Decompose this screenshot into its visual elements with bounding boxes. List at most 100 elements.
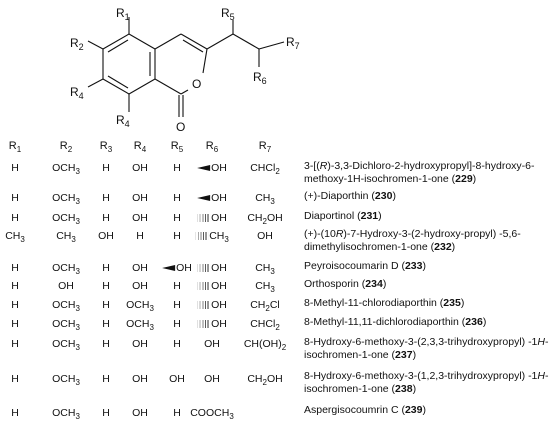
compound-name: Peyroisocoumarin D (233): [304, 260, 426, 272]
cell-r3: OH: [98, 230, 114, 242]
hashed-bond-icon: [197, 282, 211, 291]
cell-r2: OCH3: [52, 262, 80, 277]
cell-r7: OH: [257, 230, 273, 242]
cell-r5: OH: [162, 262, 192, 274]
cell-r2: OCH3: [52, 299, 80, 314]
cell-r4: OH: [132, 192, 148, 204]
compound-name: 8-Methyl-11,11-dichlorodiaporthin (236): [304, 316, 487, 328]
cell-r5: H: [173, 212, 181, 224]
r5-label: R5: [221, 6, 235, 22]
r1-label: R1: [116, 6, 130, 22]
cell-r1: H: [11, 262, 19, 274]
cell-r6: OH: [204, 373, 220, 385]
cell-r5: OH: [169, 373, 185, 385]
cell-r4: OH: [132, 280, 148, 292]
cell-r1: CH3: [5, 230, 25, 245]
cell-r6: OH: [197, 212, 227, 224]
cell-r3: H: [102, 162, 110, 174]
cell-r1: H: [11, 373, 19, 385]
compound-name: Orthosporin (234): [304, 278, 387, 290]
cell-r6: OH: [204, 338, 220, 350]
r4-label-b: R4: [116, 113, 130, 129]
cell-r6: CH3: [195, 230, 229, 246]
cell-r2: OCH3: [52, 212, 80, 227]
cell-r2: OCH3: [52, 407, 80, 422]
wedge-bond-icon: [162, 265, 176, 272]
cell-r7: CHCl2: [250, 162, 280, 177]
cell-r2: OCH3: [52, 162, 80, 177]
compound-name: 8-Hydroxy-6-methoxy-3-(2,3,3-trihydroxyp…: [304, 336, 549, 361]
cell-r3: H: [102, 299, 110, 311]
hashed-bond-icon: [197, 214, 211, 223]
compound-name: 8-Hydroxy-6-methoxy-3-(1,2,3-trihydroxyp…: [304, 370, 549, 395]
cell-r6: COOCH3: [190, 407, 234, 422]
wedge-bond-icon: [197, 165, 211, 172]
cell-r7: CH3: [255, 192, 275, 207]
cell-r3: H: [102, 407, 110, 419]
cell-r3: H: [102, 373, 110, 385]
header-r3: R3: [99, 140, 113, 155]
cell-r6: OH: [197, 299, 227, 311]
compound-name: (+)-Diaporthin (230): [304, 190, 396, 202]
cell-r5: H: [173, 299, 181, 311]
cell-r4: OCH3: [126, 318, 154, 333]
cell-r3: H: [102, 338, 110, 350]
hashed-bond-icon: [197, 301, 211, 310]
cell-r6: OH: [197, 162, 227, 174]
cell-r6: OH: [197, 318, 227, 330]
cell-r4: OH: [132, 407, 148, 419]
header-r5: R5: [170, 140, 184, 155]
r7-label: R7: [286, 35, 300, 51]
cell-r2: CH3: [56, 230, 76, 245]
cell-r1: H: [11, 338, 19, 350]
cell-r2: OCH3: [52, 338, 80, 353]
isocoumarin-core-structure: R1 R2 R4 R4 R5 R6 R7 O O: [70, 6, 300, 134]
cell-r6: OH: [197, 280, 227, 292]
cell-r5: H: [173, 318, 181, 330]
cell-r3: H: [102, 192, 110, 204]
structure-bonds: [87, 17, 285, 117]
header-r6: R6: [205, 140, 219, 155]
cell-r7: CH(OH)2: [243, 338, 287, 353]
hashed-bond-icon: [195, 232, 209, 241]
header-r1: R1: [8, 140, 22, 155]
cell-r1: H: [11, 407, 19, 419]
cell-r6: OH: [197, 262, 227, 274]
compound-name: (+)-(10R)-7-Hydroxy-3-(2-hydroxy-propyl)…: [304, 228, 521, 253]
cell-r5: H: [173, 338, 181, 350]
compound-name: 3-[(R)-3,3-Dichloro-2-hydroxypropyl]-8-h…: [304, 160, 535, 185]
cell-r7: CH3: [255, 262, 275, 277]
r6-label: R6: [253, 70, 267, 86]
cell-r5: H: [173, 230, 181, 242]
cell-r2: OH: [58, 280, 74, 292]
cell-r4: H: [136, 230, 144, 242]
cell-r7: CH2Cl: [250, 299, 280, 314]
cell-r4: OH: [132, 212, 148, 224]
cell-r4: OH: [132, 338, 148, 350]
cell-r4: OCH3: [126, 299, 154, 314]
cell-r2: OCH3: [52, 318, 80, 333]
cell-r3: H: [102, 318, 110, 330]
cell-r3: H: [102, 280, 110, 292]
hashed-bond-icon: [197, 320, 211, 329]
cell-r5: H: [173, 407, 181, 419]
hashed-bond-icon: [197, 264, 211, 273]
cell-r1: H: [11, 162, 19, 174]
header-r7: R7: [258, 140, 272, 155]
compound-name: Diaportinol (231): [304, 210, 382, 222]
cell-r4: OH: [132, 262, 148, 274]
cell-r1: H: [11, 299, 19, 311]
cell-r2: OCH3: [52, 373, 80, 388]
cell-r4: OH: [132, 162, 148, 174]
cell-r3: H: [102, 262, 110, 274]
cell-r4: OH: [132, 373, 148, 385]
cell-r2: OCH3: [52, 192, 80, 207]
cell-r1: H: [11, 192, 19, 204]
cell-r6: OH: [197, 192, 227, 204]
compound-name: 8-Methyl-11-chlorodiaporthin (235): [304, 297, 465, 309]
ring-oxygen-label: O: [192, 77, 201, 91]
cell-r5: H: [173, 192, 181, 204]
cell-r1: H: [11, 280, 19, 292]
r4-label-a: R4: [70, 85, 84, 101]
